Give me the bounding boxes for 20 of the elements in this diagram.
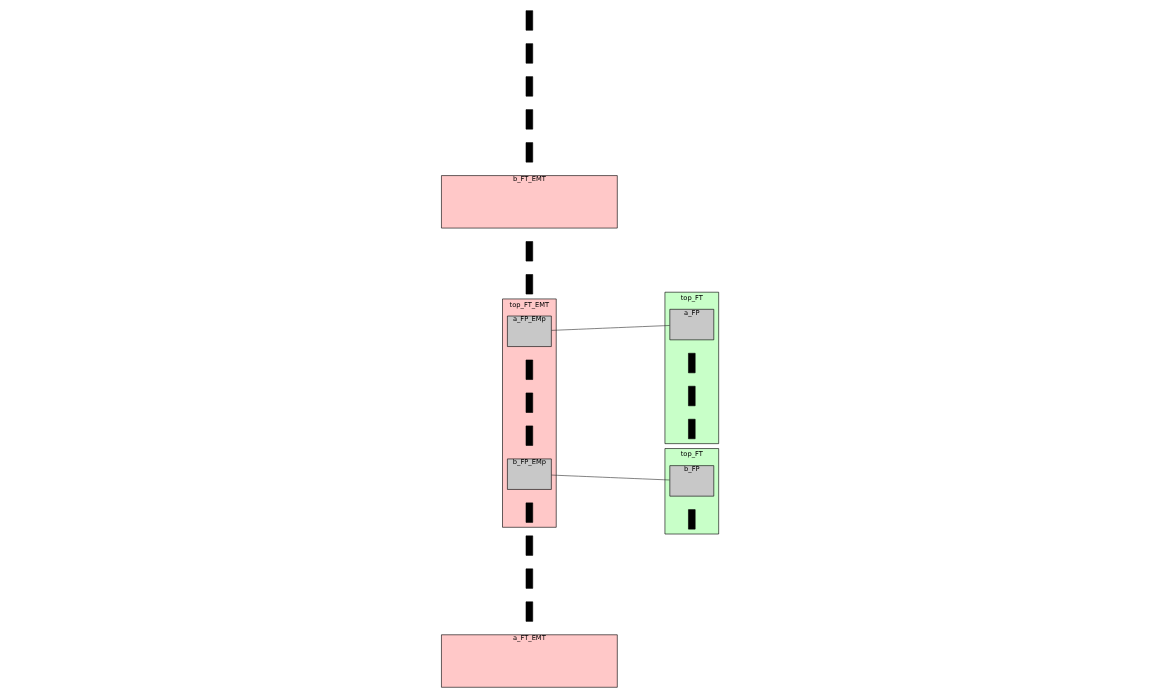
connector [551, 325, 670, 331]
node-bar [525, 274, 534, 295]
node-bar [525, 109, 534, 130]
node-bar [525, 359, 534, 380]
node-bar [525, 535, 534, 556]
node-bar [525, 601, 534, 622]
node-bar [688, 352, 696, 374]
node-bar [525, 10, 534, 31]
node-bar [525, 568, 534, 589]
connector [551, 474, 670, 481]
node-bar [688, 385, 696, 407]
node-bar [525, 43, 534, 64]
node-bar [688, 509, 696, 530]
node-bar [525, 502, 534, 523]
node-bar [688, 418, 696, 440]
node-bar [525, 76, 534, 97]
node-bar [525, 142, 534, 163]
node-bar [525, 392, 534, 413]
node-bar [525, 425, 534, 446]
node-bar [525, 241, 534, 262]
